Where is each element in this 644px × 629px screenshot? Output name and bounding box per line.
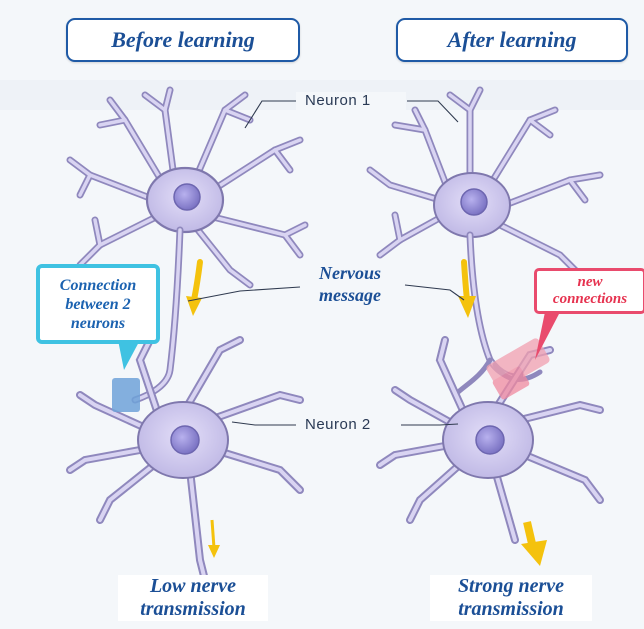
- before-learning-text: Before learning: [111, 27, 255, 53]
- connection-line1: Connection: [40, 276, 156, 295]
- message-arrow-before: [194, 262, 200, 300]
- neuron-1-before: [70, 90, 305, 285]
- nervous-message-line2: message: [302, 284, 398, 306]
- nervous-message-label: Nervous message: [302, 262, 398, 306]
- neuron-2-label: Neuron 2: [305, 416, 371, 433]
- neuron-2-before: [70, 340, 300, 580]
- connection-line3: neurons: [40, 314, 156, 333]
- output-arrow-before: [212, 520, 214, 548]
- new-connections-line1: new: [537, 274, 643, 291]
- neuron-1-after: [370, 90, 600, 275]
- neuron-1-label: Neuron 1: [305, 92, 371, 109]
- low-caption-line2: transmission: [118, 598, 268, 621]
- connection-callout-pointer: [118, 340, 140, 370]
- after-learning-text: After learning: [448, 27, 577, 53]
- nervous-message-line1: Nervous: [302, 262, 398, 284]
- output-arrowhead-after: [521, 540, 547, 566]
- strong-caption-line2: transmission: [430, 598, 592, 621]
- strong-caption-line1: Strong nerve: [430, 575, 592, 598]
- after-learning-title: After learning: [396, 18, 628, 62]
- before-learning-title: Before learning: [66, 18, 300, 62]
- new-connections-line2: connections: [537, 291, 643, 308]
- strong-transmission-caption: Strong nerve transmission: [430, 575, 592, 621]
- connection-line2: between 2: [40, 295, 156, 314]
- output-arrowhead-before: [208, 545, 220, 558]
- low-caption-line1: Low nerve: [118, 575, 268, 598]
- new-connections-callout: new connections: [534, 268, 644, 314]
- message-arrow-after: [464, 262, 467, 300]
- synapse-before: [112, 378, 140, 412]
- low-transmission-caption: Low nerve transmission: [118, 575, 268, 621]
- connection-callout: Connection between 2 neurons: [36, 264, 160, 344]
